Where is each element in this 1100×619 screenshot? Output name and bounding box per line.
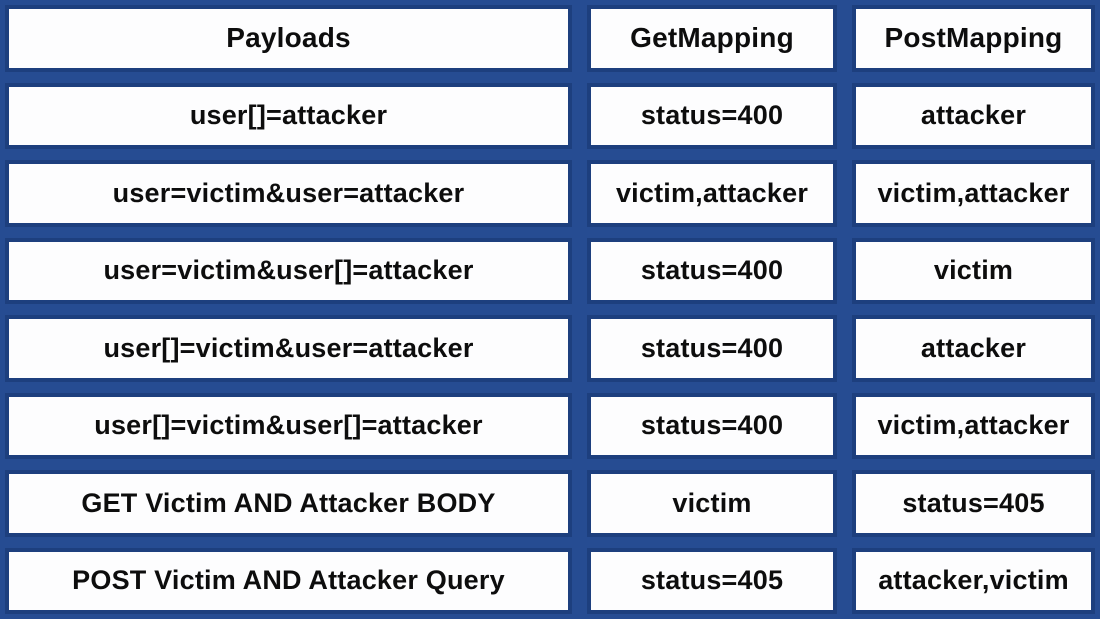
- getmapping-result-cell: status=400: [587, 82, 837, 149]
- postmapping-result-cell: attacker: [852, 315, 1095, 382]
- postmapping-result-cell: attacker: [852, 82, 1095, 149]
- payload-cell: user[]=victim&user[]=attacker: [5, 392, 572, 459]
- postmapping-result-cell: status=405: [852, 470, 1095, 537]
- getmapping-result-cell: status=400: [587, 315, 837, 382]
- header-cell-payloads: Payloads: [5, 5, 572, 72]
- payload-cell: user=victim&user=attacker: [5, 160, 572, 227]
- getmapping-result-cell: victim: [587, 470, 837, 537]
- payload-cell: user[]=victim&user=attacker: [5, 315, 572, 382]
- payload-cell: user=victim&user[]=attacker: [5, 237, 572, 304]
- getmapping-result-cell: status=400: [587, 237, 837, 304]
- header-cell-getmapping: GetMapping: [587, 5, 837, 72]
- payload-cell: user[]=attacker: [5, 82, 572, 149]
- postmapping-result-cell: victim,attacker: [852, 160, 1095, 227]
- payload-cell: GET Victim AND Attacker BODY: [5, 470, 572, 537]
- getmapping-result-cell: status=400: [587, 392, 837, 459]
- getmapping-result-cell: victim,attacker: [587, 160, 837, 227]
- payload-cell: POST Victim AND Attacker Query: [5, 547, 572, 614]
- postmapping-result-cell: victim,attacker: [852, 392, 1095, 459]
- header-cell-postmapping: PostMapping: [852, 5, 1095, 72]
- getmapping-result-cell: status=405: [587, 547, 837, 614]
- postmapping-result-cell: victim: [852, 237, 1095, 304]
- postmapping-result-cell: attacker,victim: [852, 547, 1095, 614]
